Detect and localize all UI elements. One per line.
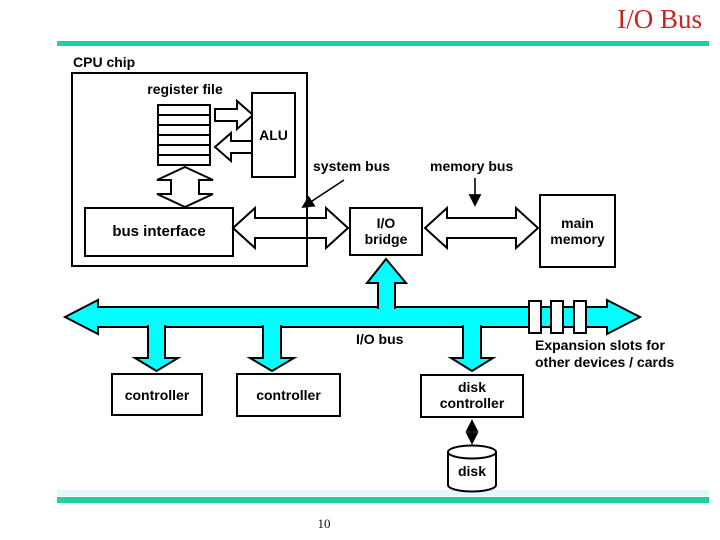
cpu-chip-box (71, 72, 308, 267)
slide-title: I/O Bus (617, 4, 702, 34)
footer-rule (57, 497, 709, 503)
regfile-to-alu-arrow (214, 98, 255, 132)
io-bus-label: I/O bus (356, 331, 404, 347)
bus-to-controller1-arrow (131, 319, 182, 373)
disk-controller-label: disk controller (439, 379, 505, 411)
controller2-label: controller (256, 387, 321, 403)
alu-box (251, 92, 296, 178)
bus-to-bridge-arrow (364, 257, 409, 313)
main-memory-label: main memory (550, 215, 605, 247)
disk-controller-box (420, 374, 524, 418)
io-bridge-label: I/O bridge (364, 215, 408, 247)
register-file-stack (157, 104, 211, 166)
bus-interface-box (84, 207, 234, 257)
footer-rule-light (57, 490, 709, 496)
io-bus-bar-fill (99, 309, 606, 325)
expansion-slot-3 (573, 300, 587, 334)
page-number: 10 (317, 516, 331, 531)
system-bus-arrow (231, 205, 350, 251)
alu-label: ALU (259, 127, 288, 143)
main-memory-box (539, 194, 616, 268)
regfile-businterface-arrow (156, 165, 214, 209)
alu-to-regfile-arrow (213, 130, 254, 164)
cpu-chip-label: CPU chip (73, 54, 136, 70)
controller2-box (236, 373, 341, 417)
system-bus-callout-arrow (301, 179, 345, 209)
io-bridge-box (349, 207, 423, 256)
memory-bus-label: memory bus (430, 158, 514, 174)
expansion-slots-label: Expansion slots for other devices / card… (535, 337, 675, 370)
system-bus-label: system bus (313, 158, 391, 174)
expansion-slot-2 (550, 300, 564, 334)
expansion-slot-1 (528, 300, 542, 334)
disk-cylinder (447, 444, 497, 493)
register-file-label: register file (147, 81, 223, 97)
controller1-label: controller (124, 387, 190, 403)
bus-to-disk-controller-arrow (447, 319, 497, 373)
bus-interface-label: bus interface (112, 223, 206, 240)
bus-to-controller2-arrow (246, 319, 298, 373)
controller1-box (111, 373, 203, 416)
disk-label: disk (457, 463, 486, 479)
memory-bus-arrow (423, 205, 540, 251)
header-rule (57, 41, 709, 46)
